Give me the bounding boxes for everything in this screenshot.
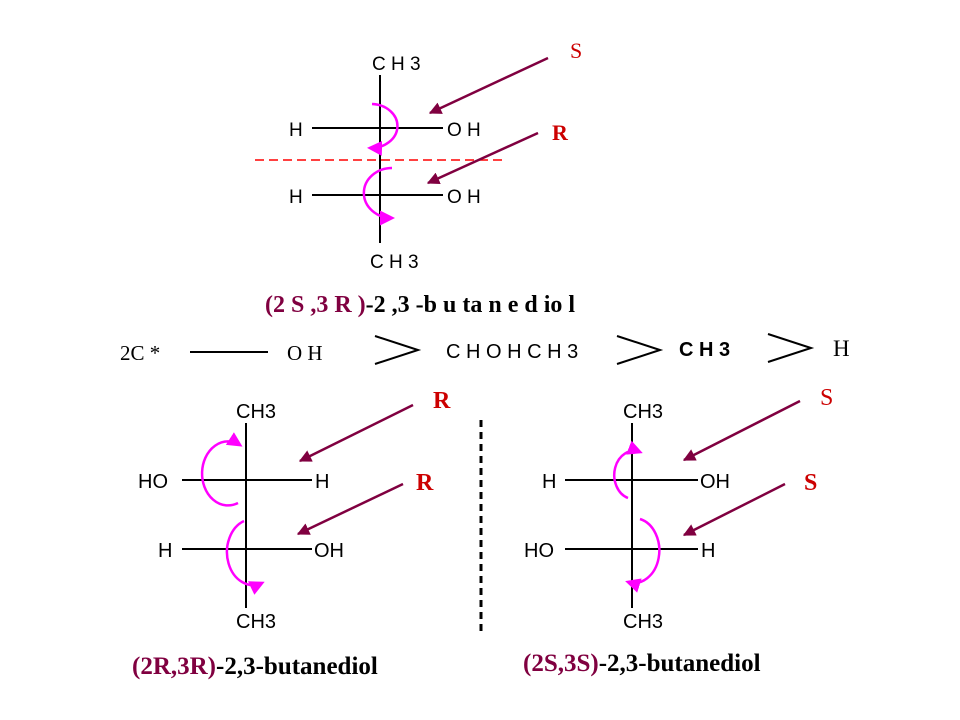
config-label-lower: R (416, 470, 434, 496)
top-row1-left-group: H (289, 120, 303, 141)
compound-suffix: -2,3-butanediol (216, 653, 378, 680)
rotation-arrow-icon (613, 440, 643, 500)
pointer-arrow-icon (428, 56, 549, 115)
compound-name: (2 S ,3 R )-2 ,3 -b u ta n e d io l (265, 292, 575, 318)
top-row2-left-group: H (289, 187, 303, 208)
config-label-upper: S (570, 38, 582, 63)
rotation-arrow-icon (625, 517, 661, 593)
priority-item-4: C H 3 (679, 339, 730, 361)
compound-suffix: -2,3-butanediol (599, 650, 761, 677)
row1-right-group: H (315, 471, 329, 493)
priority-item-3: C H O H C H 3 (446, 341, 578, 363)
top-row1-right-group: O H (447, 120, 481, 141)
pointer-arrow-icon (296, 482, 404, 536)
bottom-methyl-group: C H 3 (370, 252, 419, 273)
rotation-arrow-icon (362, 166, 395, 226)
row1-left-group: H (542, 471, 556, 493)
compound-suffix: -2 ,3 -b u ta n e d io l (366, 292, 576, 318)
row2-right-group: H (701, 540, 715, 562)
rotation-arrow-icon (200, 432, 243, 507)
rotation-arrow-icon (367, 102, 399, 156)
priority-item-2: O H (287, 341, 323, 365)
rotation-arrow-icon (225, 519, 265, 595)
row1-left-group: HO (138, 471, 168, 493)
greater-than-icon (616, 335, 664, 365)
pointer-arrow-icon (682, 399, 801, 462)
row1-right-group: OH (700, 471, 730, 493)
bottom-methyl-group: CH3 (236, 611, 276, 633)
bottom-methyl-group: CH3 (623, 611, 663, 633)
config-label-lower: S (804, 470, 817, 496)
row2-left-group: H (158, 540, 172, 562)
pointer-arrow-icon (298, 403, 414, 463)
priority-rule: 2C * O H C H O H C H 3 C H 3 H (120, 333, 850, 365)
pointer-arrow-icon (426, 131, 539, 185)
compound-name: (2S,3S)-2,3-butanediol (523, 650, 761, 677)
priority-item-5: H (833, 336, 850, 361)
right-molecule: CH3 H OH HO H CH3 S S (2S,3S)-2,3-butane… (523, 385, 833, 677)
left-molecule: CH3 HO H H OH CH3 R R (2R,3R)-2,3-butane… (132, 388, 451, 680)
config-label-upper: R (433, 388, 451, 414)
greater-than-icon (767, 333, 815, 363)
top-methyl-group: C H 3 (372, 54, 421, 75)
greater-than-icon (374, 335, 422, 365)
top-methyl-group: CH3 (236, 401, 276, 423)
top-molecule: C H 3 H O H H O H C H 3 S R (2 S ,3 R )-… (255, 38, 582, 318)
top-methyl-group: CH3 (623, 401, 663, 423)
compound-config: (2 S ,3 R ) (265, 292, 366, 318)
compound-config: (2R,3R) (132, 653, 216, 680)
compound-config: (2S,3S) (523, 650, 599, 677)
top-row2-right-group: O H (447, 187, 481, 208)
config-label-lower: R (552, 120, 569, 145)
priority-item-1: 2C * (120, 341, 160, 365)
pointer-arrow-icon (682, 482, 786, 537)
config-label-upper: S (820, 385, 833, 411)
compound-name: (2R,3R)-2,3-butanediol (132, 653, 378, 680)
row2-right-group: OH (314, 540, 344, 562)
row2-left-group: HO (524, 540, 554, 562)
